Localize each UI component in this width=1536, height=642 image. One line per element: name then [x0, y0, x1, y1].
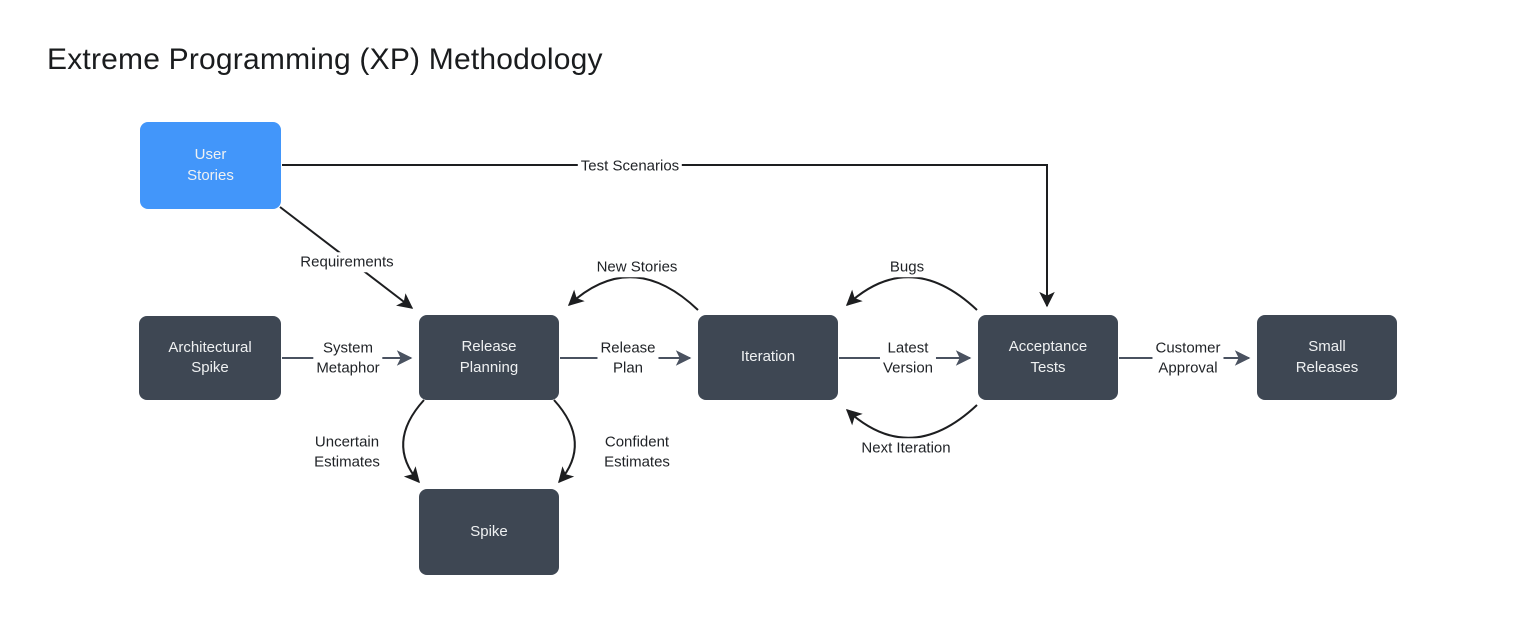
- edge-label-uncertain-estimates: Uncertain Estimates: [311, 432, 383, 472]
- node-architectural-spike: Architectural Spike: [139, 316, 281, 400]
- edge-new-stories: [567, 276, 699, 311]
- edge-label-system-metaphor: System Metaphor: [313, 338, 383, 378]
- edge-label-requirements: Requirements: [297, 252, 397, 272]
- page-title: Extreme Programming (XP) Methodology: [47, 43, 603, 76]
- edge-label-customer-approval: Customer Approval: [1152, 338, 1224, 378]
- node-release-planning: Release Planning: [419, 315, 559, 400]
- edge-uncertain-estimates: [402, 399, 425, 484]
- edge-bugs: [845, 276, 978, 311]
- edge-label-new-stories: New Stories: [593, 257, 681, 277]
- edge-test-scenarios: [282, 164, 1055, 308]
- node-iteration: Iteration: [698, 315, 838, 400]
- edge-label-release-plan: Release Plan: [597, 338, 659, 378]
- edge-label-test-scenarios: Test Scenarios: [577, 156, 683, 176]
- edge-label-confident-estimates: Confident Estimates: [601, 432, 673, 472]
- node-small-releases: Small Releases: [1257, 315, 1397, 400]
- edge-next-iteration: [845, 404, 978, 439]
- edge-label-bugs: Bugs: [886, 257, 928, 277]
- node-spike: Spike: [419, 489, 559, 575]
- edge-confident-estimates: [553, 399, 576, 484]
- node-acceptance-tests: Acceptance Tests: [978, 315, 1118, 400]
- edge-label-next-iteration: Next Iteration: [858, 438, 954, 458]
- edge-label-latest-version: Latest Version: [879, 338, 937, 378]
- node-user-stories: User Stories: [140, 122, 281, 209]
